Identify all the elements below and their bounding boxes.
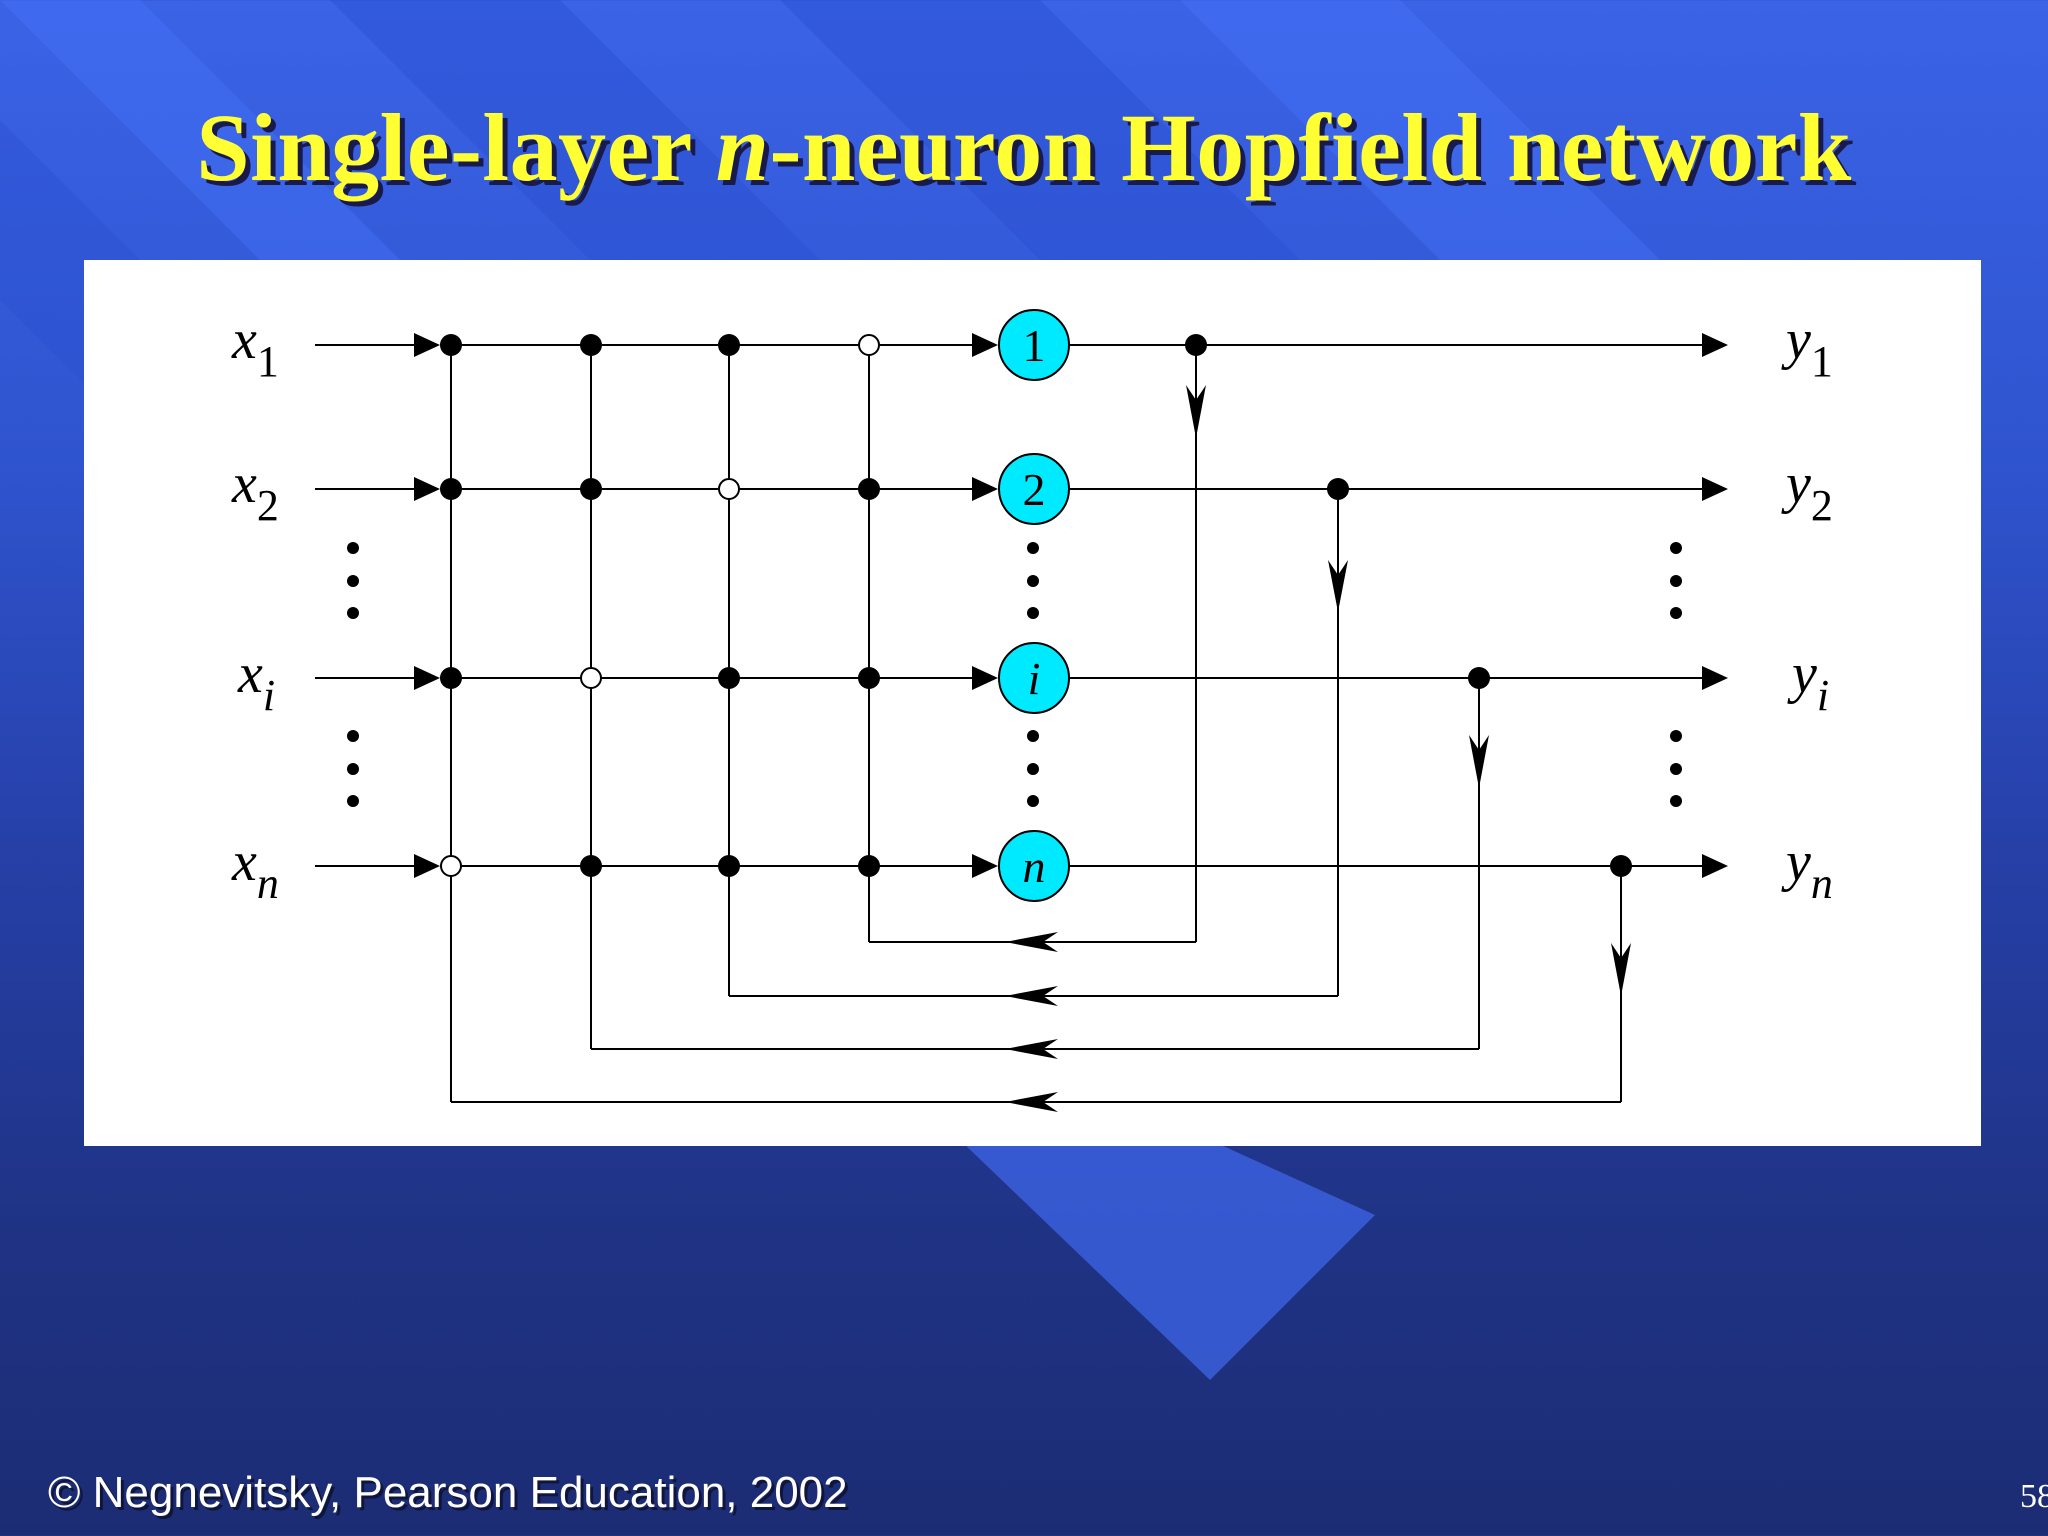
svg-text:1: 1	[1023, 320, 1046, 371]
input-label-xi: xi	[237, 643, 275, 720]
output-label-y1: y1	[1781, 309, 1833, 386]
svg-text:2: 2	[1023, 464, 1046, 515]
svg-text:i: i	[1028, 653, 1041, 704]
neuron-2: 2	[998, 453, 1070, 525]
input-label-xn: xn	[231, 831, 279, 908]
diagram-panel: 1 2 i n x1 x2 xi xn y1 y2 yi yn	[84, 260, 1981, 1146]
slide-title: Single-layer n-neuron Hopfield network	[196, 94, 1852, 201]
neuron-n: n	[998, 830, 1070, 902]
input-label-x2: x2	[231, 453, 279, 530]
neuron-i: i	[998, 642, 1070, 714]
output-label-y2: y2	[1781, 453, 1833, 530]
output-label-yn: yn	[1781, 831, 1833, 908]
copyright-footer: © Negnevitsky, Pearson Education, 2002	[48, 1468, 848, 1517]
input-label-x1: x1	[231, 309, 279, 386]
svg-text:n: n	[1023, 841, 1046, 892]
output-label-yi: yi	[1787, 643, 1829, 720]
neuron-1: 1	[998, 309, 1070, 381]
hopfield-network-diagram: 1 2 i n x1 x2 xi xn y1 y2 yi yn	[231, 309, 1833, 1112]
page-number: 58	[2020, 1478, 2048, 1515]
